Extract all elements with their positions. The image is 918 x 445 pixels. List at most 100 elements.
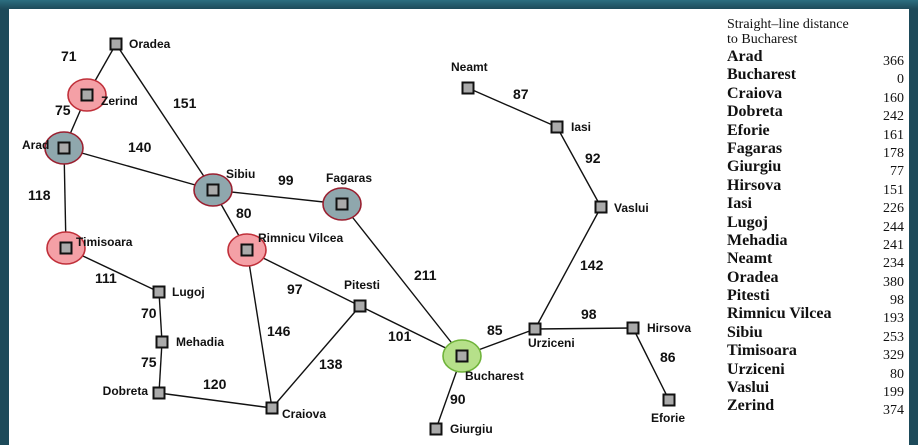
sld-city: Sibiu: [727, 323, 763, 341]
sld-row-craiova: Craiova 160: [727, 84, 907, 106]
sld-city: Urziceni: [727, 360, 785, 378]
sld-row-lugoj: Lugoj 244: [727, 213, 907, 235]
distance-label-rimnicuvilcea-craiova: 146: [267, 323, 291, 339]
distance-label-fagaras-bucharest: 211: [414, 267, 437, 283]
city-label-lugoj: Lugoj: [172, 285, 205, 299]
city-label-arad: Arad: [22, 138, 49, 152]
distance-label-vaslui-iasi: 92: [585, 150, 601, 166]
window-top-band: [0, 0, 918, 9]
city-node-craiova: [265, 401, 279, 415]
distance-label-hirsova-eforie: 86: [660, 349, 676, 365]
city-node-vaslui: [594, 200, 608, 214]
city-label-dobreta: Dobreta: [103, 384, 149, 398]
city-nodes: [57, 37, 676, 436]
sld-city: Lugoj: [727, 213, 768, 231]
city-label-giurgiu: Giurgiu: [450, 422, 493, 436]
city-node-dobreta: [152, 386, 166, 400]
city-label-mehadia: Mehadia: [176, 335, 224, 349]
distance-label-arad-timisoara: 118: [28, 187, 51, 203]
distance-label-urziceni-hirsova: 98: [581, 306, 597, 322]
distance-label-oradea-zerind: 71: [61, 48, 77, 64]
city-node-zerind: [80, 88, 94, 102]
road-arad-sibiu: [63, 147, 214, 191]
city-label-pitesti: Pitesti: [344, 278, 380, 292]
distance-label-lugoj-mehadia: 70: [141, 305, 157, 321]
sld-distance: 366: [883, 54, 904, 69]
sld-city: Craiova: [727, 84, 783, 102]
straight-line-distance-table: Straight–line distance to Bucharest Arad…: [727, 17, 907, 418]
road-hirsova-eforie: [632, 327, 670, 401]
sld-city: Neamt: [727, 250, 773, 268]
distance-label-sibiu-fagaras: 99: [278, 172, 294, 188]
city-label-zerind: Zerind: [101, 94, 138, 108]
distance-label-craiova-pitesti: 138: [319, 356, 343, 372]
sld-distance: 244: [883, 219, 904, 235]
roads-layer: [63, 43, 670, 430]
sld-title: Straight–line distance to Bucharest: [727, 17, 907, 47]
city-label-hirsova: Hirsova: [647, 321, 691, 335]
road-craiova-pitesti: [271, 305, 361, 409]
road-rimnicuvilcea-craiova: [246, 249, 273, 409]
city-label-vaslui: Vaslui: [614, 201, 649, 215]
sld-row-oradea: Oradea 380: [727, 268, 907, 290]
sld-distance: 98: [890, 293, 904, 309]
road-sibiu-fagaras: [212, 189, 343, 205]
city-label-urziceni: Urziceni: [528, 336, 575, 350]
sld-distance: 77: [890, 164, 904, 180]
city-label-oradea: Oradea: [129, 37, 171, 51]
sld-city: Timisoara: [727, 342, 797, 360]
distance-label-dobreta-craiova: 120: [203, 376, 227, 392]
sld-distance: 329: [883, 348, 904, 364]
sld-distance: 151: [883, 182, 904, 198]
distance-label-bucharest-giurgiu: 90: [450, 391, 466, 407]
city-node-hirsova: [626, 321, 640, 335]
sld-city: Zerind: [727, 397, 775, 415]
city-label-sibiu: Sibiu: [226, 167, 255, 181]
sld-city: Mehadia: [727, 231, 788, 249]
road-dobreta-craiova: [158, 392, 273, 409]
sld-distance: 226: [883, 201, 904, 217]
distance-label-mehadia-dobreta: 75: [141, 354, 157, 370]
city-node-fagaras: [335, 197, 349, 211]
sld-row-timisoara: Timisoara 329: [727, 342, 907, 363]
distance-label-rimnicuvilcea-pitesti: 97: [287, 281, 303, 297]
sld-distance: 241: [883, 237, 904, 253]
city-node-eforie: [662, 393, 676, 407]
city-node-bucharest: [455, 349, 469, 363]
sld-distance: 242: [883, 109, 904, 125]
distance-label-iasi-neamt: 87: [513, 86, 529, 102]
city-label-timisoara: Timisoara: [76, 235, 133, 249]
city-label-bucharest: Bucharest: [465, 369, 524, 383]
sld-distance: 380: [883, 274, 904, 290]
sld-city: Oradea: [727, 268, 779, 286]
sld-row-sibiu: Sibiu 253: [727, 323, 907, 345]
sld-distance: 178: [883, 145, 904, 161]
city-node-arad: [57, 141, 71, 155]
distance-label-arad-sibiu: 140: [128, 139, 152, 155]
distance-label-bucharest-urziceni: 85: [487, 322, 503, 338]
sld-city: Rimnicu Vilcea: [727, 305, 832, 323]
distance-label-urziceni-vaslui: 142: [580, 257, 604, 273]
city-node-neamt: [461, 81, 475, 95]
road-rimnicuvilcea-pitesti: [246, 249, 361, 307]
sld-distance: 160: [883, 90, 904, 106]
sld-distance: 161: [883, 127, 904, 143]
city-node-lugoj: [152, 285, 166, 299]
sld-distance: 199: [883, 385, 904, 401]
city-node-giurgiu: [429, 422, 443, 436]
sld-title-line2: to Bucharest: [727, 32, 798, 47]
sld-distance: 253: [883, 329, 904, 345]
city-node-oradea: [109, 37, 123, 51]
city-label-rimnicuvilcea: Rimnicu Vilcea: [258, 231, 343, 245]
